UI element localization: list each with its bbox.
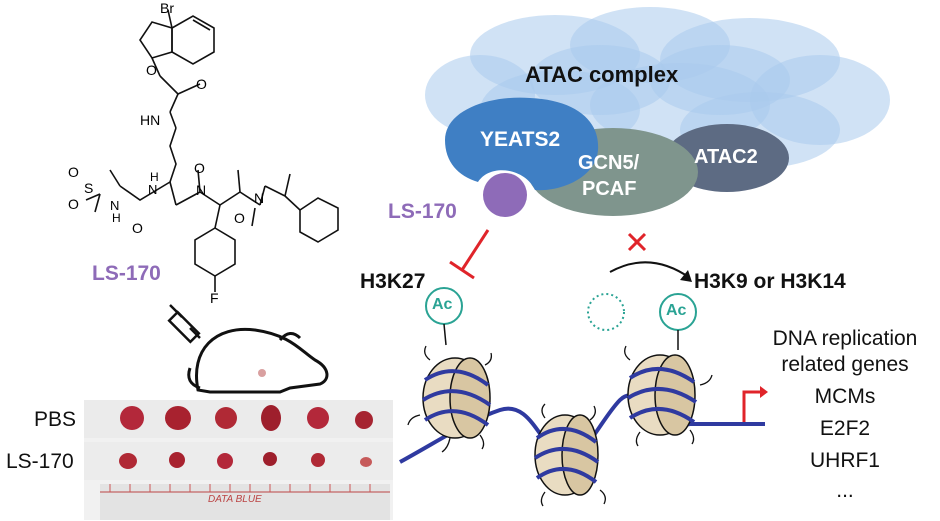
inhibition-mark (449, 229, 490, 280)
gene-item-uhrf1: UHRF1 (809, 449, 880, 472)
atom-o-s2: O (68, 196, 79, 212)
gcn5-label: GCN5/ (578, 152, 640, 174)
acetyl-text-right: Ac (666, 302, 687, 319)
atom-f: F (210, 290, 219, 306)
complex-title: ATAC complex (525, 62, 679, 87)
atom-hn: HN (140, 112, 161, 128)
inhibitor-label: LS-170 (388, 200, 457, 223)
ls170-ligand-ball (483, 173, 527, 217)
nucleosome-1 (407, 345, 493, 453)
ruler-brand-text: DATA BLUE (208, 494, 262, 505)
arrow-head-icon (680, 270, 692, 282)
atom-o-ring: O (146, 62, 157, 78)
gene-item-ellipsis: ... (836, 479, 854, 502)
h3k9-h3k14-label: H3K9 or H3K14 (694, 270, 846, 293)
atom-n4: N (254, 190, 265, 206)
acetylation-arrow (609, 261, 691, 279)
promoter-arrow-icon (742, 386, 768, 422)
atom-h1: H (112, 211, 121, 225)
acetyl-text-left: Ac (432, 296, 453, 313)
atom-o-carbonyl: O (196, 76, 207, 92)
photo-row-label-pbs: PBS (34, 408, 77, 431)
atom-n1: N (110, 198, 120, 213)
ls170-structure (85, 9, 339, 292)
pcaf-label: PCAF (582, 178, 637, 200)
h3k27-label: H3K27 (360, 270, 426, 293)
gene-header-line-2: related genes (781, 353, 909, 376)
yeats2-subunit (445, 97, 599, 191)
tumor-photo (84, 400, 393, 520)
photo-row-label-ls170: LS-170 (6, 450, 74, 473)
atom-o-amide3: O (234, 210, 245, 226)
atom-h2: H (150, 170, 159, 184)
yeats2-label: YEATS2 (480, 128, 561, 151)
atom-o-s1: O (68, 164, 79, 180)
gene-header-line-1: DNA replication (772, 327, 918, 350)
atac2-label: ATAC2 (694, 146, 758, 168)
atom-s: S (84, 180, 94, 196)
atom-br: Br (160, 0, 174, 16)
nucleosome-2 (533, 403, 606, 507)
gene-item-mcms: MCMs (814, 385, 876, 408)
atom-o-amide2: O (194, 160, 205, 176)
atom-n3: N (196, 182, 207, 198)
atom-o-amide1: O (132, 220, 143, 236)
empty-acetyl-site-icon (587, 293, 625, 331)
gene-item-e2f2: E2F2 (819, 417, 871, 440)
molecule-name-label: LS-170 (92, 262, 161, 285)
blocked-x-icon (627, 232, 647, 252)
nucleosome-3 (624, 345, 713, 447)
syringe-icon (167, 304, 201, 344)
gene-list: DNA replication related genes MCMs E2F2 … (752, 326, 938, 504)
mouse-icon (187, 327, 329, 394)
atom-n2: N (148, 182, 158, 197)
